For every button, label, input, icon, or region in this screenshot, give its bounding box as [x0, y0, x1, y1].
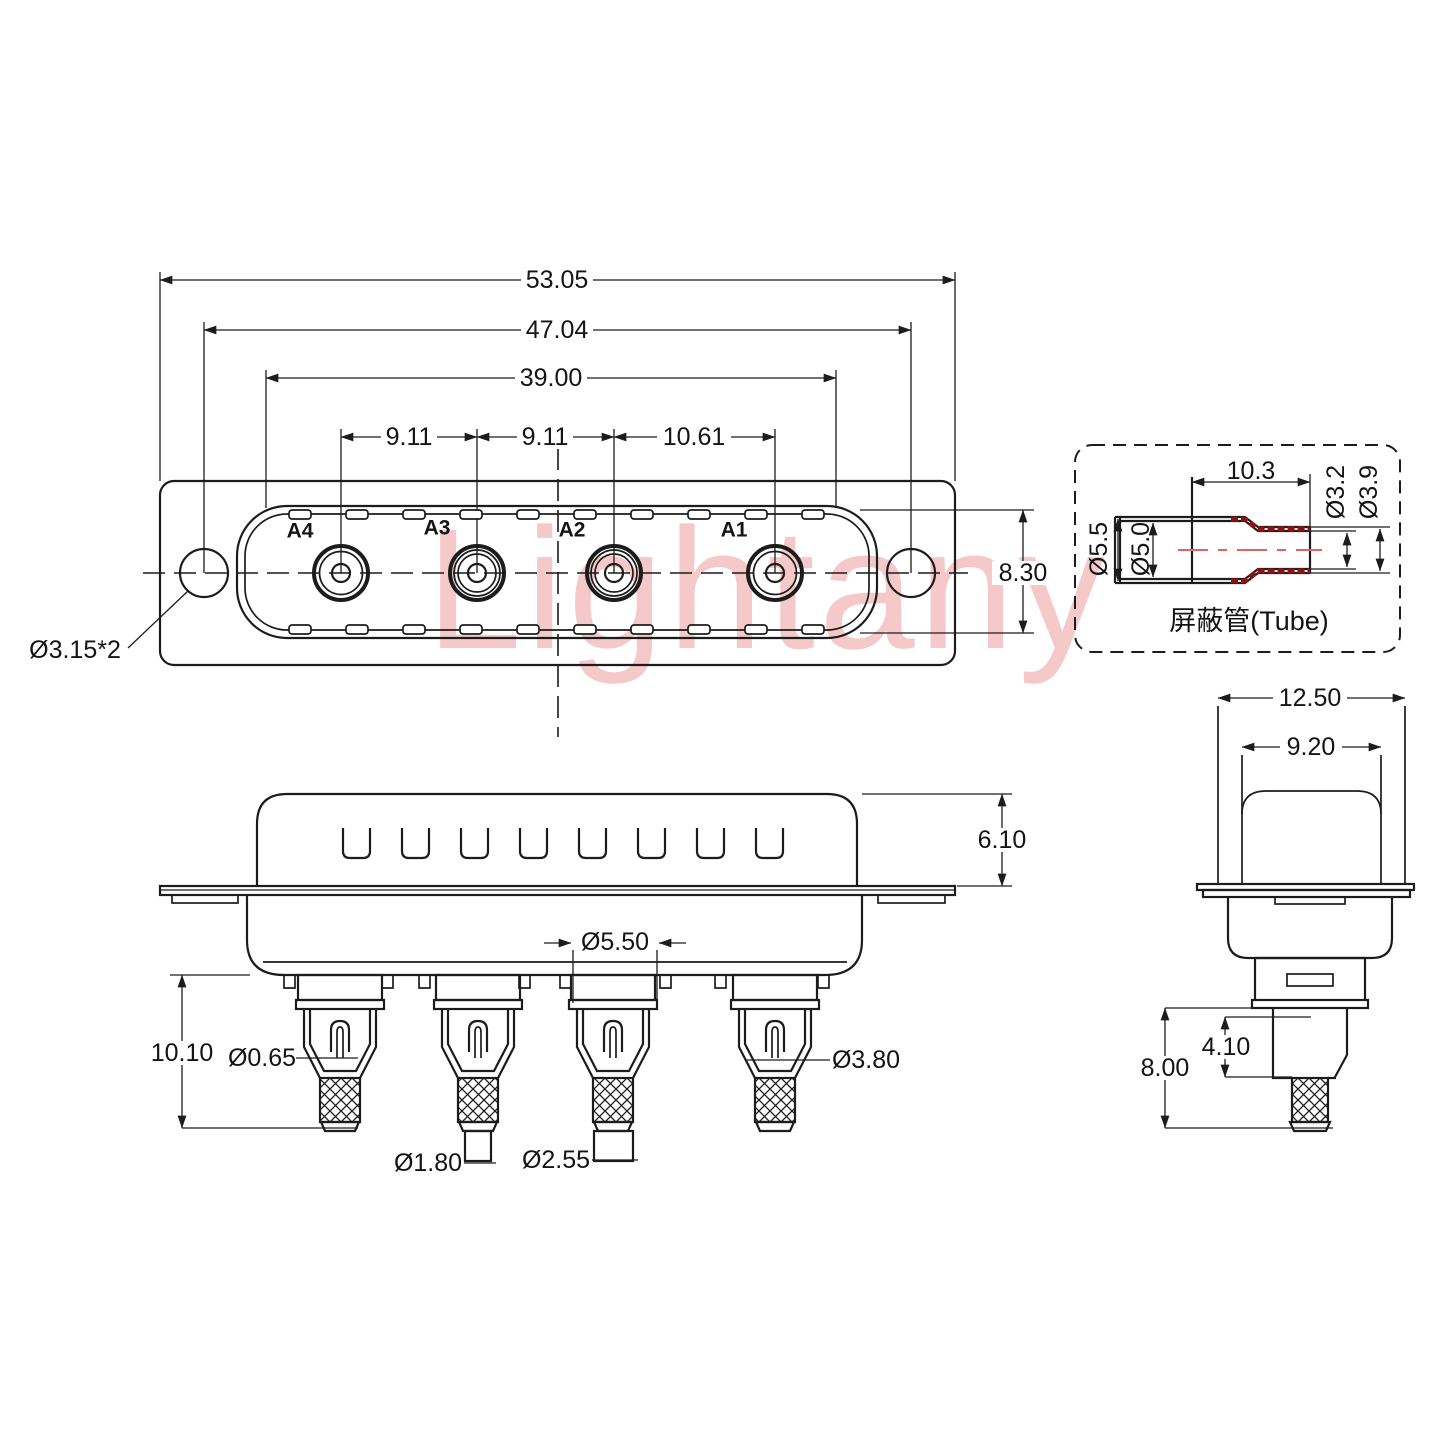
- side-backshell: [245, 895, 864, 977]
- contact-label-a1: A1: [721, 519, 748, 542]
- tube-detail-view: 10.3 Ø5.5 Ø5.0 Ø3.2 Ø3.9 屏蔽管(Tube): [1074, 444, 1401, 653]
- dim-shroud-width: 39.00: [520, 364, 583, 392]
- tube-dimension-lines: [1113, 474, 1390, 582]
- front-view: 53.05 47.04 39.00 9.11 9.11 10.61 8.30 Ø…: [29, 266, 1054, 737]
- dim-small-outer-dia: Ø3.9: [1355, 465, 1383, 519]
- tube-title: 屏蔽管(Tube): [1169, 606, 1329, 636]
- dim-profile-tail-length: 8.00: [1141, 1054, 1190, 1082]
- side-dimension-lines: [170, 793, 1012, 1164]
- side-profile-view: 12.50 9.20 8.00 4.10: [1134, 684, 1416, 1133]
- dim-pin-dia: Ø0.65: [228, 1044, 296, 1072]
- side-backshell-tabs: [283, 975, 830, 989]
- tube-red-walls: [1231, 516, 1310, 584]
- watermark-text: Lightany: [426, 493, 1108, 685]
- front-contact-a2: [585, 544, 643, 602]
- front-contact-a1: [746, 544, 804, 602]
- side-gasket-left: [171, 894, 239, 904]
- dim-shell-depth: 12.50: [1279, 684, 1342, 712]
- dim-crimp-large-dia: Ø2.55: [522, 1146, 590, 1174]
- contact-label-a2: A2: [559, 519, 586, 542]
- dim-barrel-dia: Ø5.50: [581, 928, 649, 956]
- front-flange-body: [158, 479, 957, 667]
- dim-sleeve-length: 10.3: [1227, 457, 1276, 485]
- side-terminals: [294, 973, 821, 1163]
- dim-step-length: 4.10: [1202, 1033, 1251, 1061]
- dim-shroud-depth: 9.20: [1287, 733, 1336, 761]
- dim-overall-width: 53.05: [526, 266, 589, 294]
- dim-small-inner-dia: Ø3.2: [1322, 465, 1350, 519]
- front-shroud-inner: [244, 513, 870, 631]
- side-shell: [255, 792, 859, 886]
- dim-crimp-small-dia: Ø1.80: [394, 1149, 462, 1177]
- dim-big-inner-dia: Ø5.0: [1127, 522, 1155, 576]
- front-mount-hole-right: [885, 547, 937, 599]
- profile-dimension-lines: [1160, 693, 1406, 1129]
- front-shroud-outer: [235, 504, 879, 640]
- dim-pitch-a4-a3: 9.11: [386, 423, 433, 451]
- dim-shroud-height: 8.30: [999, 559, 1048, 587]
- front-extension-lines: [159, 272, 1034, 634]
- dim-big-outer-dia: Ø5.5: [1085, 522, 1113, 576]
- side-pin-slots: [341, 828, 785, 860]
- dim-insert-height: 6.10: [978, 826, 1027, 854]
- side-section-view: 6.10 10.10 Ø0.65 Ø5.50 Ø3.80 Ø1.80 Ø2.55: [150, 792, 1032, 1177]
- dim-socket-dia: Ø3.80: [832, 1046, 900, 1074]
- dim-pitch-a2-a1: 10.61: [663, 423, 726, 451]
- dim-mount-hole-dia: Ø3.15*2: [29, 636, 121, 664]
- dim-tail-length: 10.10: [151, 1039, 214, 1067]
- profile-body: [1195, 706, 1416, 1133]
- front-shroud-slots: [288, 509, 825, 635]
- front-mount-hole-left: [178, 547, 230, 599]
- front-contact-a3: [448, 544, 506, 602]
- side-gasket-right: [877, 894, 946, 904]
- contact-label-a3: A3: [424, 517, 451, 540]
- front-contact-a4: [312, 544, 370, 602]
- tube-detail-border: [1074, 444, 1401, 653]
- contact-label-a4: A4: [287, 520, 314, 543]
- dim-pitch-a3-a2: 9.11: [522, 423, 569, 451]
- dim-mount-hole-pitch: 47.04: [526, 316, 589, 344]
